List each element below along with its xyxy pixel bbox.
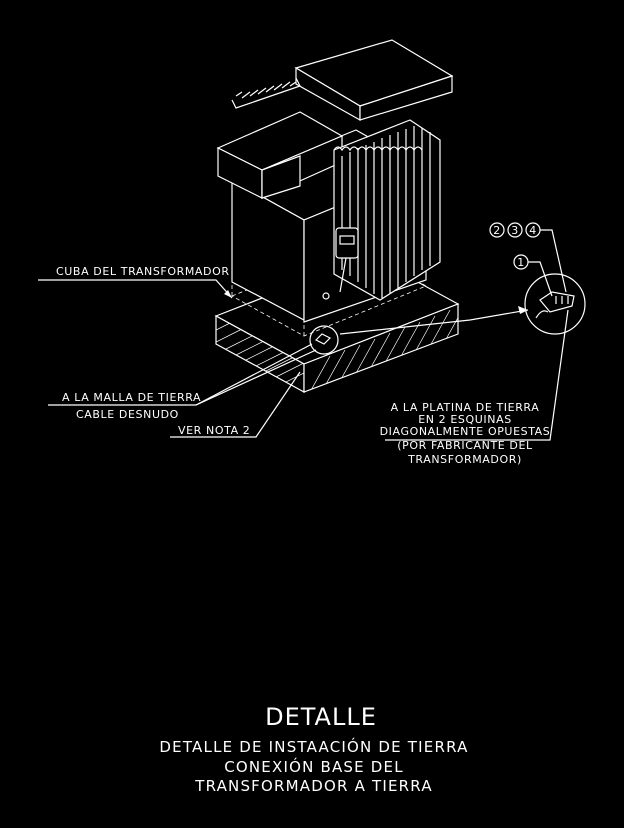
marker-3-circle	[507, 222, 523, 238]
leader-lines	[38, 279, 569, 441]
label-cable: CABLE DESNUDO	[76, 408, 179, 421]
top-cover	[231, 39, 454, 122]
marker-3: 3	[511, 224, 519, 237]
label-platina-1: A LA PLATINA DE TIERRA	[391, 401, 540, 414]
marker-group: 2 3 4 1	[489, 222, 567, 297]
label-malla: A LA MALLA DE TIERRA	[62, 391, 201, 404]
ground-strap	[309, 227, 359, 355]
marker-1: 1	[517, 256, 525, 269]
label-nota: VER NOTA 2	[178, 424, 250, 437]
label-platina-4: (POR FABRICANTE DEL	[397, 439, 533, 452]
title-line-1: DETALLE DE INSTAACIÓN DE TIERRA	[159, 737, 468, 756]
radiator-fins	[333, 119, 441, 301]
marker-2-circle	[489, 222, 505, 238]
marker-2: 2	[493, 224, 501, 237]
label-cuba: CUBA DEL TRANSFORMADOR	[56, 265, 230, 278]
title-line-3: TRANSFORMADOR A TIERRA	[194, 777, 433, 795]
detail-circle	[339, 273, 586, 335]
title-line-2: CONEXIÓN BASE DEL	[224, 757, 404, 776]
label-platina-5: TRANSFORMADOR)	[407, 453, 522, 466]
label-platina-2: EN 2 ESQUINAS	[418, 413, 512, 426]
marker-4: 4	[529, 224, 537, 237]
label-platina-3: DIAGONALMENTE OPUESTAS	[380, 425, 551, 438]
title-main: DETALLE	[265, 703, 377, 731]
